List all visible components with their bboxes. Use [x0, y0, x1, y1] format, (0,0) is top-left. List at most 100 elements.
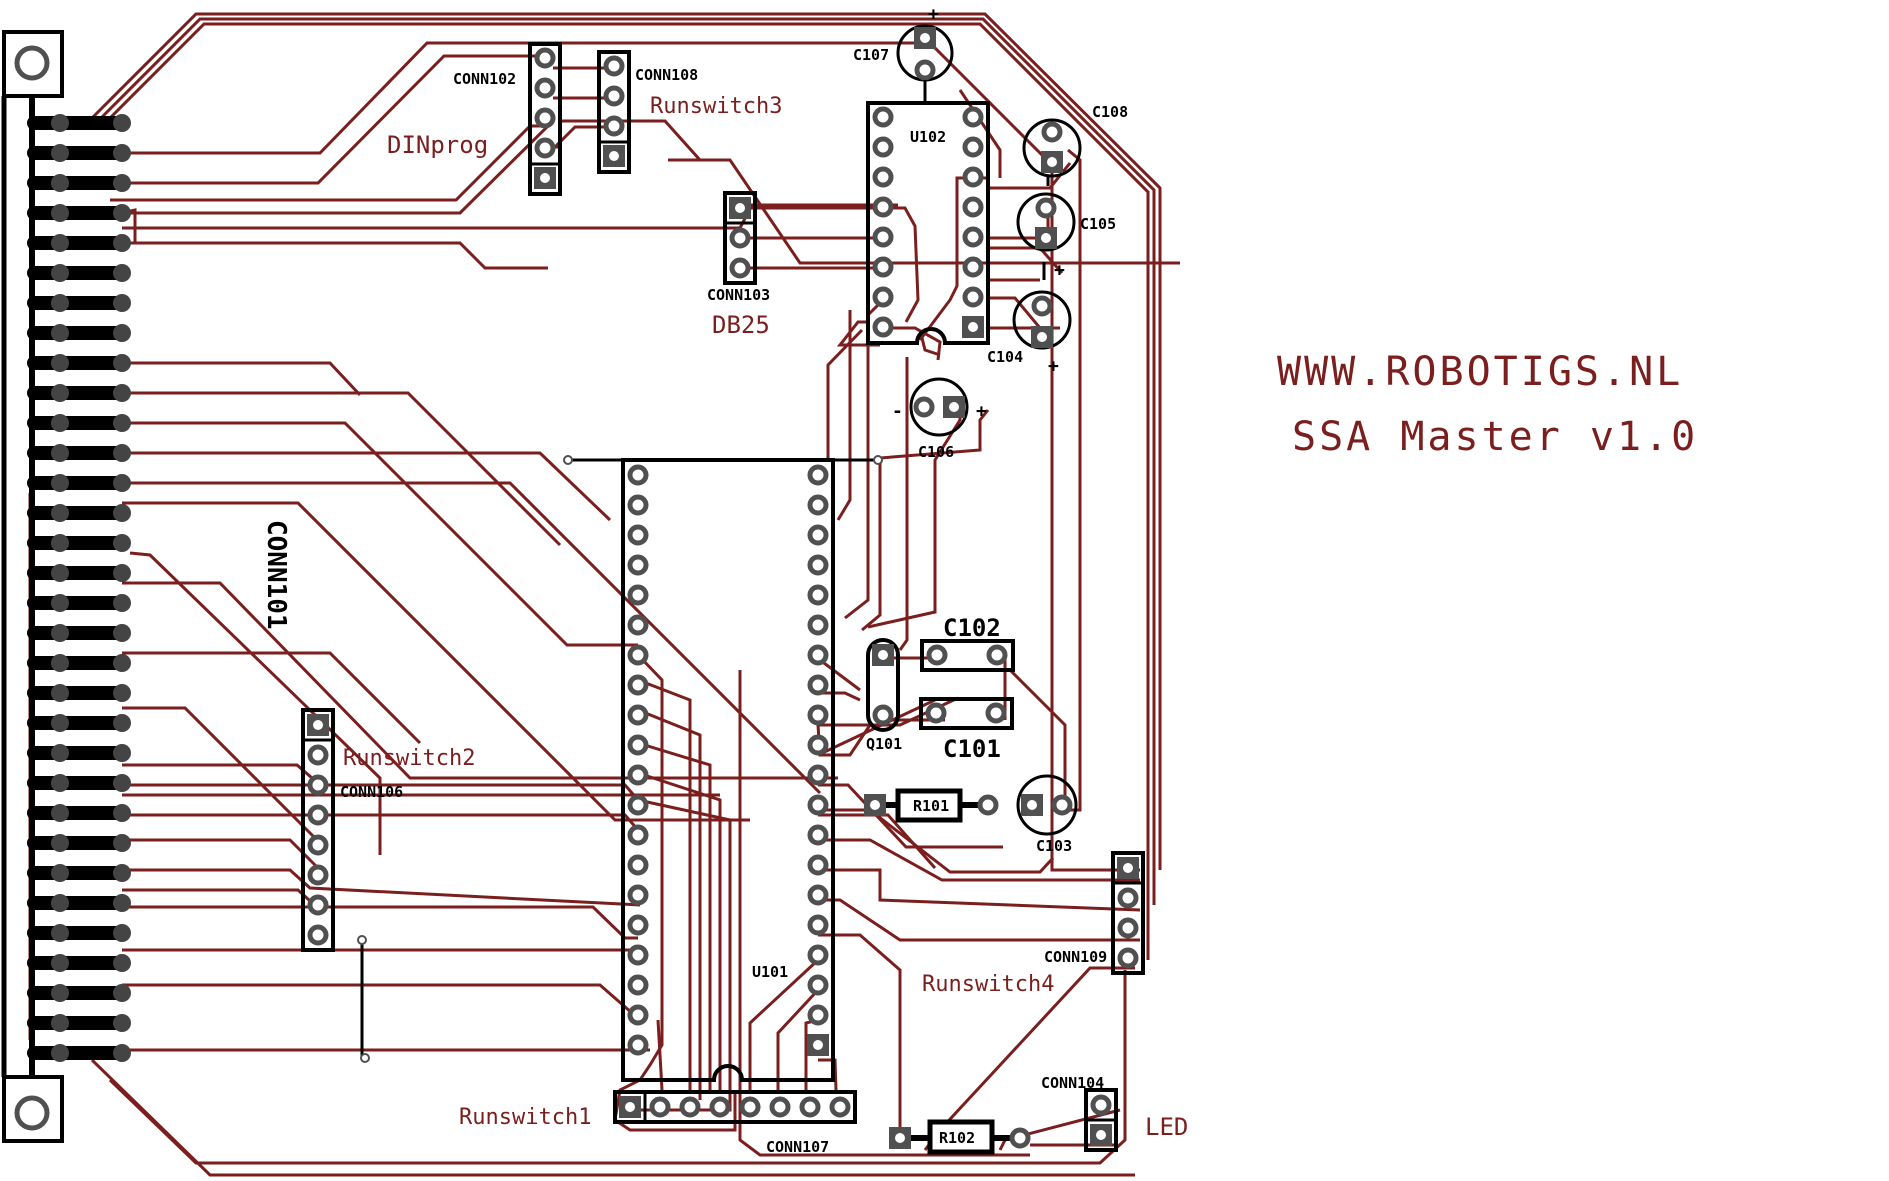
label-u102: U102 — [910, 128, 946, 146]
din-pin-c — [113, 1044, 131, 1062]
din-pin-a — [51, 474, 69, 492]
ic-pin — [627, 1034, 649, 1056]
din-pin-a — [51, 324, 69, 342]
conn103 — [723, 191, 757, 285]
ic-pin — [807, 704, 829, 726]
board-name-label: SSA Master v1.0 — [1292, 414, 1698, 460]
ic-pin — [807, 584, 829, 606]
pad-hole — [313, 720, 323, 730]
cap-pin — [1031, 295, 1053, 317]
din-pin-a — [51, 294, 69, 312]
din-pin-c — [113, 294, 131, 312]
din-pin-c — [113, 114, 131, 132]
din-pin-a — [51, 594, 69, 612]
c107-capacitor — [896, 24, 954, 82]
c101-capacitor — [919, 697, 1014, 730]
din-pin-a — [51, 414, 69, 432]
header-pin — [1090, 1094, 1112, 1116]
cap-pin — [986, 644, 1008, 666]
ic-pin — [627, 794, 649, 816]
label-c104: C104 — [987, 348, 1023, 366]
ic-pin — [872, 106, 894, 128]
c105-capacitor — [1016, 192, 1076, 252]
ic-pin — [807, 464, 829, 486]
header-pin — [603, 55, 625, 77]
din-pin-a — [51, 564, 69, 582]
conn106 — [301, 708, 335, 952]
header-pin — [307, 744, 329, 766]
din-pins — [27, 114, 131, 1062]
label-c105: C105 — [1080, 215, 1116, 233]
ic-pin — [807, 944, 829, 966]
ic-pin — [627, 584, 649, 606]
din-pin-a — [51, 714, 69, 732]
ic-pin — [872, 256, 894, 278]
r102-resistor — [889, 1119, 1031, 1155]
ic-pin — [627, 614, 649, 636]
ic-pin — [807, 764, 829, 786]
c108-capacitor — [1022, 118, 1082, 178]
conn107 — [613, 1090, 857, 1124]
din-pin-c — [113, 714, 131, 732]
ic-pin — [627, 704, 649, 726]
pad-hole — [735, 203, 745, 213]
din-pin-c — [113, 504, 131, 522]
header-pin — [307, 774, 329, 796]
header-pin — [307, 864, 329, 886]
c106-capacitor — [909, 377, 969, 437]
din-pin-c — [113, 564, 131, 582]
cap-pin — [914, 59, 936, 81]
cap-pin — [1051, 794, 1073, 816]
c104-capacitor — [1012, 290, 1072, 350]
pad-hole — [920, 33, 930, 43]
label-conn108: CONN108 — [635, 66, 698, 84]
header-pin — [307, 894, 329, 916]
pad-hole — [870, 800, 880, 810]
polarity-markers: + + + + - — [892, 4, 1065, 422]
cap-outline — [1016, 774, 1078, 836]
header-pin — [307, 834, 329, 856]
ic-pin — [962, 256, 984, 278]
ic-pin — [962, 226, 984, 248]
ic-pin — [627, 914, 649, 936]
mount-hole-top-frame — [2, 30, 64, 98]
pad-hole — [609, 151, 619, 161]
ic-pin — [872, 316, 894, 338]
ic-pin — [627, 554, 649, 576]
label-c101: C101 — [943, 735, 1001, 763]
ic-pin — [962, 196, 984, 218]
din-pin-a — [51, 804, 69, 822]
label-conn107: CONN107 — [766, 1138, 829, 1156]
label-runswitch4: Runswitch4 — [922, 972, 1054, 997]
ic-pin — [807, 974, 829, 996]
pad-hole — [968, 322, 978, 332]
label-runswitch3: Runswitch3 — [650, 94, 782, 119]
din-pin-c — [113, 1014, 131, 1032]
ic-pin — [807, 794, 829, 816]
header-pin — [603, 115, 625, 137]
label-r102: R102 — [939, 1129, 975, 1147]
din-pin-a — [51, 504, 69, 522]
din-pin-c — [113, 654, 131, 672]
ic-pin — [807, 884, 829, 906]
cap-outline — [1016, 192, 1076, 252]
mount-hole-bottom-frame — [2, 1075, 64, 1143]
din-pin-c — [113, 894, 131, 912]
label-c107: C107 — [853, 46, 889, 64]
ic-pin — [807, 1004, 829, 1026]
conn109 — [1111, 851, 1145, 975]
din-pin-a — [51, 444, 69, 462]
ic-pin — [807, 524, 829, 546]
c103-capacitor — [1016, 774, 1078, 836]
ic-pin — [872, 196, 894, 218]
label-r101: R101 — [913, 797, 949, 815]
din-pin-c — [113, 354, 131, 372]
din-pin-c — [113, 204, 131, 222]
ic-pin — [962, 136, 984, 158]
header-pin — [534, 77, 556, 99]
conn101-din-connector — [1, 30, 131, 1143]
plus-c104: + — [1048, 356, 1059, 377]
din-pin-c — [113, 804, 131, 822]
ic-pin — [627, 494, 649, 516]
